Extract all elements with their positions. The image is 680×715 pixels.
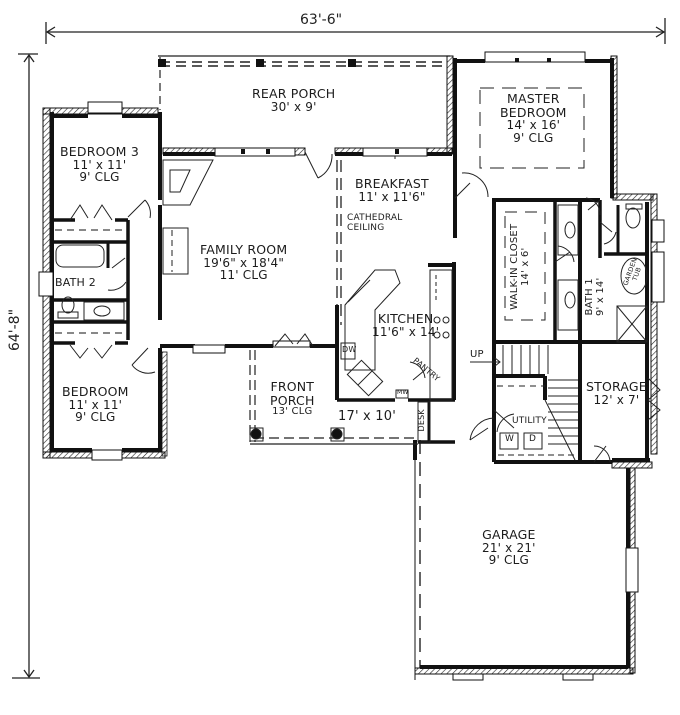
room-name: GARAGE — [482, 527, 536, 542]
room-bedroom-3: BEDROOM 3 11' x 11' 9' CLG — [60, 145, 139, 184]
room-bath-2: BATH 2 — [55, 277, 96, 289]
room-name: FAMILY ROOM — [200, 242, 288, 257]
room-ceiling: 11' CLG — [219, 268, 268, 283]
room-storage: STORAGE 12' x 7' — [586, 380, 647, 406]
room-name: UTILITY — [512, 416, 547, 426]
room-name: BATH 2 — [55, 276, 96, 289]
room-dimensions: 9' x 14' — [595, 277, 606, 317]
overall-width-label: 63'-6" — [300, 12, 343, 28]
room-ceiling: 13' CLG — [272, 406, 313, 417]
room-dimensions: 11' x 11'6" — [358, 189, 426, 204]
room-dimensions: 12' x 7' — [593, 392, 640, 407]
room-breakfast: BREAKFAST 11' x 11'6" — [355, 177, 429, 203]
room-name: REAR PORCH — [252, 86, 336, 101]
room-name: STORAGE — [586, 379, 647, 394]
front-porch-dimensions: 17' x 10' — [338, 409, 396, 424]
room-dimensions: 14' x 16' — [506, 118, 561, 132]
room-ceiling: 9' CLG — [79, 170, 120, 185]
room-bath-1: BATH 1 9' x 14' — [584, 267, 607, 327]
fixtures — [55, 87, 648, 456]
washer-label: W — [505, 434, 515, 444]
room-bedroom: BEDROOM 11' x 11' 9' CLG — [62, 385, 129, 424]
microwave-label: MW — [397, 389, 409, 396]
note-line2: CEILING — [347, 222, 385, 233]
room-name: BEDROOM 3 — [60, 144, 139, 159]
room-kitchen: KITCHEN 11'6" x 14' — [372, 312, 439, 338]
room-name-line1: MASTER — [506, 91, 560, 106]
room-name: BEDROOM — [62, 384, 129, 399]
dimension-depth — [12, 53, 40, 679]
room-dimensions: 11' x 11' — [72, 157, 127, 172]
room-garage: GARAGE 21' x 21' 9' CLG — [482, 528, 536, 567]
dishwasher-label: DW — [342, 345, 357, 354]
room-dimensions: 19'6" x 18'4" — [203, 255, 285, 270]
room-ceiling: 9' CLG — [488, 553, 529, 568]
room-name: KITCHEN — [377, 311, 434, 326]
room-dimensions: 30' x 9' — [270, 99, 317, 114]
dryer-label: D — [529, 434, 537, 444]
desk-label: DESK — [416, 409, 426, 432]
stair-treads — [470, 345, 578, 461]
room-ceiling: 9' CLG — [75, 410, 116, 425]
rear-porch-outline — [158, 55, 450, 110]
room-family-room: FAMILY ROOM 19'6" x 18'4" 11' CLG — [200, 243, 287, 282]
room-dimensions: 14' x 6' — [520, 247, 531, 287]
room-dimensions: 11'6" x 14' — [372, 324, 440, 339]
room-front-porch: FRONT PORCH 13' CLG — [270, 380, 315, 418]
room-utility: UTILITY — [512, 416, 547, 427]
room-dimensions: 11' x 11' — [68, 397, 123, 412]
room-ceiling: 9' CLG — [513, 130, 554, 145]
room-walk-in-closet: WALK-IN CLOSET 14' x 6' — [509, 222, 532, 312]
dimension-width — [45, 18, 666, 44]
room-master-bedroom: MASTER BEDROOM 14' x 16' 9' CLG — [500, 92, 567, 145]
door-swings — [69, 151, 661, 463]
note-line1: CATHEDRAL — [347, 213, 403, 223]
breakfast-ceiling-note: CATHEDRAL CEILING — [347, 213, 403, 233]
stairs-up-label: UP — [470, 349, 484, 360]
room-name-line2: PORCH — [270, 392, 315, 408]
room-name-line2: BEDROOM — [500, 104, 567, 120]
room-rear-porch: REAR PORCH 30' x 9' — [252, 87, 335, 113]
exterior-walls — [38, 51, 665, 681]
room-dimensions: 21' x 21' — [482, 540, 536, 555]
room-dimensions: 17' x 10' — [338, 409, 396, 424]
room-name-line1: FRONT — [270, 379, 315, 394]
interior-walls — [52, 160, 647, 464]
room-name: BREAKFAST — [355, 176, 429, 191]
front-porch-outline — [249, 350, 418, 445]
overall-depth-label: 64'-8" — [7, 308, 24, 352]
